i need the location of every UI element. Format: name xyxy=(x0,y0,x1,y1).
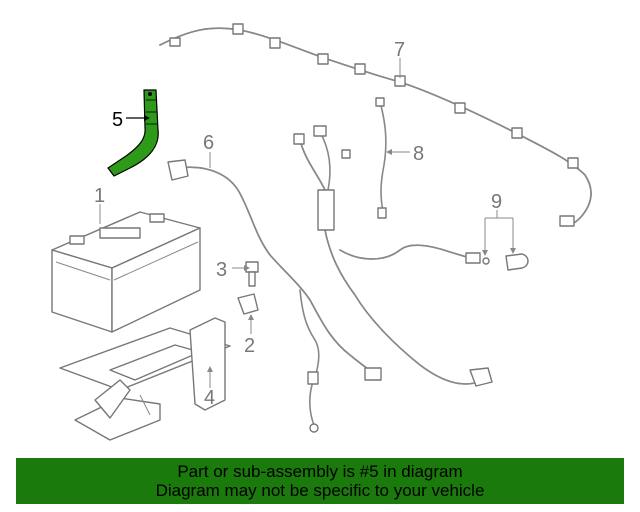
banner-line-part: Part or sub-assembly is #5 in diagram xyxy=(177,462,463,481)
part-7-harness xyxy=(159,23,592,227)
callout-9: 9 xyxy=(491,191,502,213)
parts-diagram: 1 2 3 4 5 6 7 8 9 xyxy=(51,23,592,441)
callout-5: 5 xyxy=(112,109,123,131)
callout-6: 6 xyxy=(203,132,214,154)
info-banner: Part or sub-assembly is #5 in diagram Di… xyxy=(16,458,624,504)
callout-3: 3 xyxy=(216,259,227,281)
part-8-cable xyxy=(375,97,387,219)
callout-2: 2 xyxy=(244,335,255,357)
part-5-strap xyxy=(107,89,159,177)
center-harness xyxy=(293,125,493,387)
part-9-fasteners xyxy=(482,253,529,271)
callout-4: 4 xyxy=(204,387,215,409)
callout-7: 7 xyxy=(394,39,405,61)
part-1-battery xyxy=(51,211,201,333)
callout-8: 8 xyxy=(413,143,424,165)
part-6-cable xyxy=(167,159,382,433)
part-2-clip xyxy=(237,293,259,315)
part-4-tray xyxy=(59,317,231,441)
leader-9 xyxy=(482,210,516,256)
callout-1: 1 xyxy=(94,185,105,207)
part-3-bolt xyxy=(245,261,259,287)
banner-line-disclaimer: Diagram may not be specific to your vehi… xyxy=(155,481,485,500)
